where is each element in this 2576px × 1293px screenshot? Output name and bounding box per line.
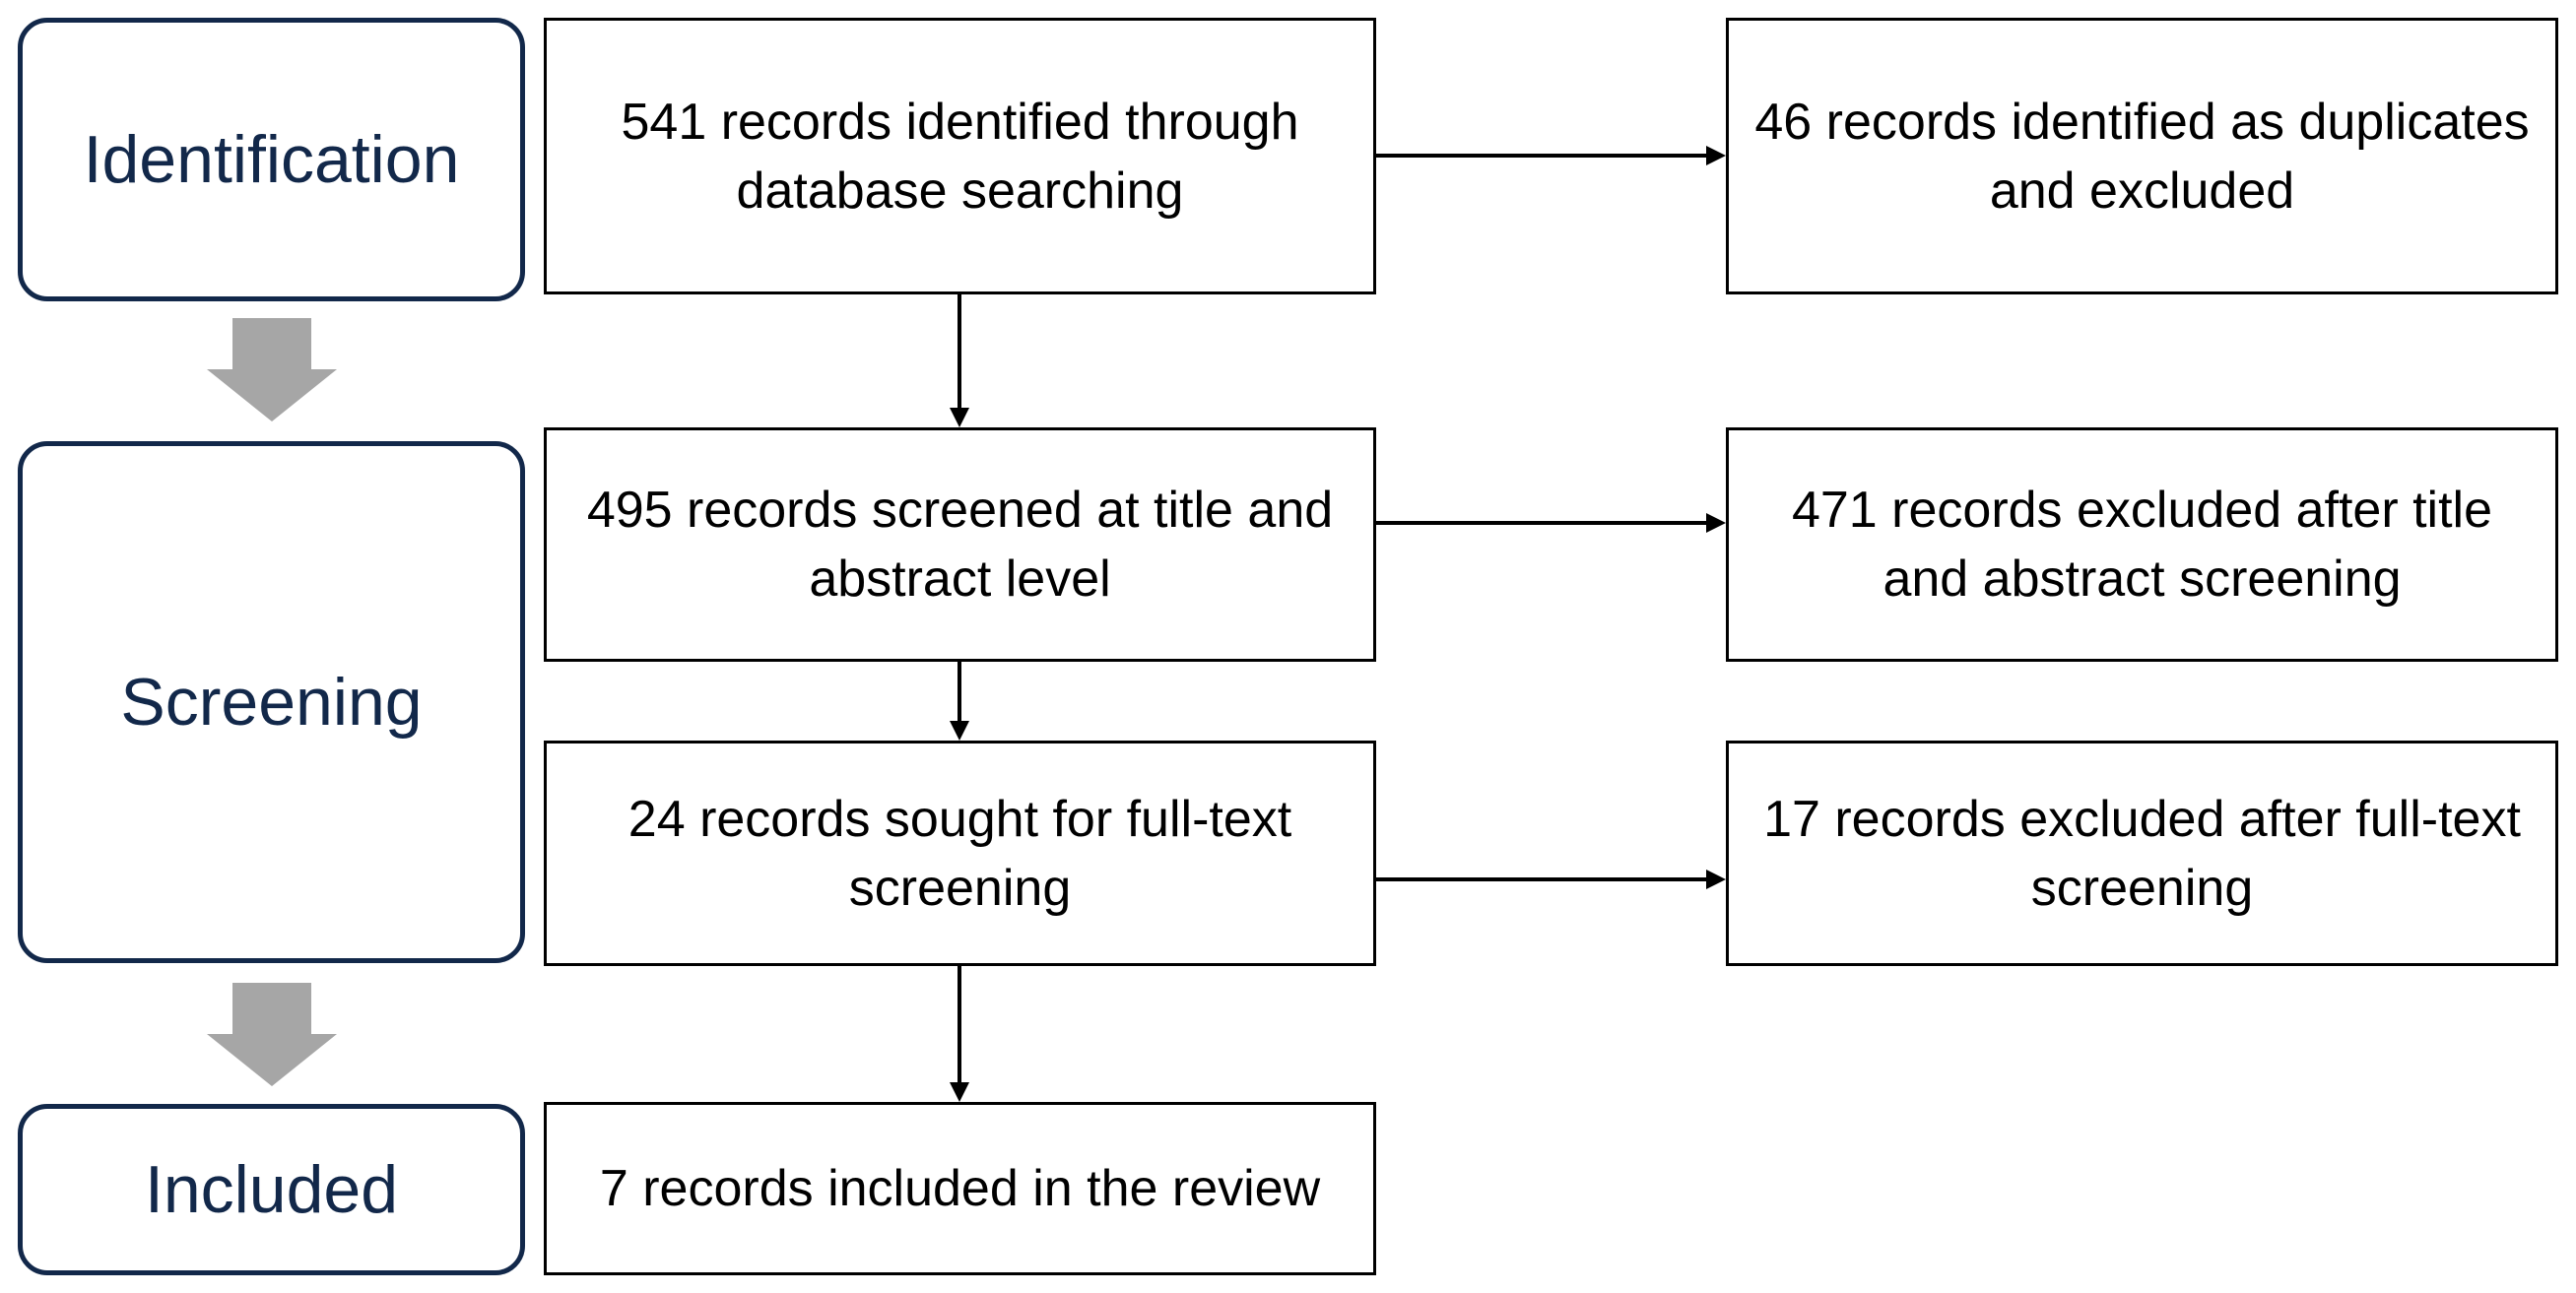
box-sought-full-text: 24 records sought for full-text screenin… (544, 741, 1376, 966)
connector-screened-to-sought (950, 661, 969, 741)
connector-screened-to-excluded (1375, 513, 1726, 533)
box-records-screened-text: 495 records screened at title and abstra… (586, 482, 1334, 608)
phase-identification-label: Identification (83, 122, 460, 197)
phase-included-label: Included (144, 1152, 399, 1227)
box-excluded-full-text: 17 records excluded after full-text scre… (1726, 741, 2558, 966)
phase-included: Included (18, 1104, 525, 1275)
phase-screening-label: Screening (120, 665, 423, 740)
box-excluded-title-abstract-text: 471 records excluded after title and abs… (1791, 482, 2493, 608)
connector-sought-to-excluded (1375, 870, 1726, 889)
box-duplicates-excluded: 46 records identified as duplicates and … (1726, 18, 2558, 294)
box-records-screened: 495 records screened at title and abstra… (544, 427, 1376, 662)
box-records-identified: 541 records identified through database … (544, 18, 1376, 294)
box-excluded-full-text-text: 17 records excluded after full-text scre… (1763, 790, 2521, 917)
box-included-in-review: 7 records included in the review (544, 1102, 1376, 1275)
box-excluded-title-abstract: 471 records excluded after title and abs… (1726, 427, 2558, 662)
connector-identified-to-screened (950, 293, 969, 427)
connector-identified-to-duplicates (1375, 146, 1726, 165)
box-included-in-review-text: 7 records included in the review (599, 1160, 1321, 1217)
phase-identification: Identification (18, 18, 525, 301)
phase-arrow-screening-to-included (207, 983, 337, 1086)
phase-screening: Screening (18, 441, 525, 963)
phase-arrow-identification-to-screening (207, 318, 337, 421)
connector-sought-to-included (950, 965, 969, 1102)
box-sought-full-text-text: 24 records sought for full-text screenin… (627, 790, 1292, 917)
box-records-identified-text: 541 records identified through database … (621, 93, 1299, 220)
box-duplicates-excluded-text: 46 records identified as duplicates and … (1754, 93, 2530, 220)
